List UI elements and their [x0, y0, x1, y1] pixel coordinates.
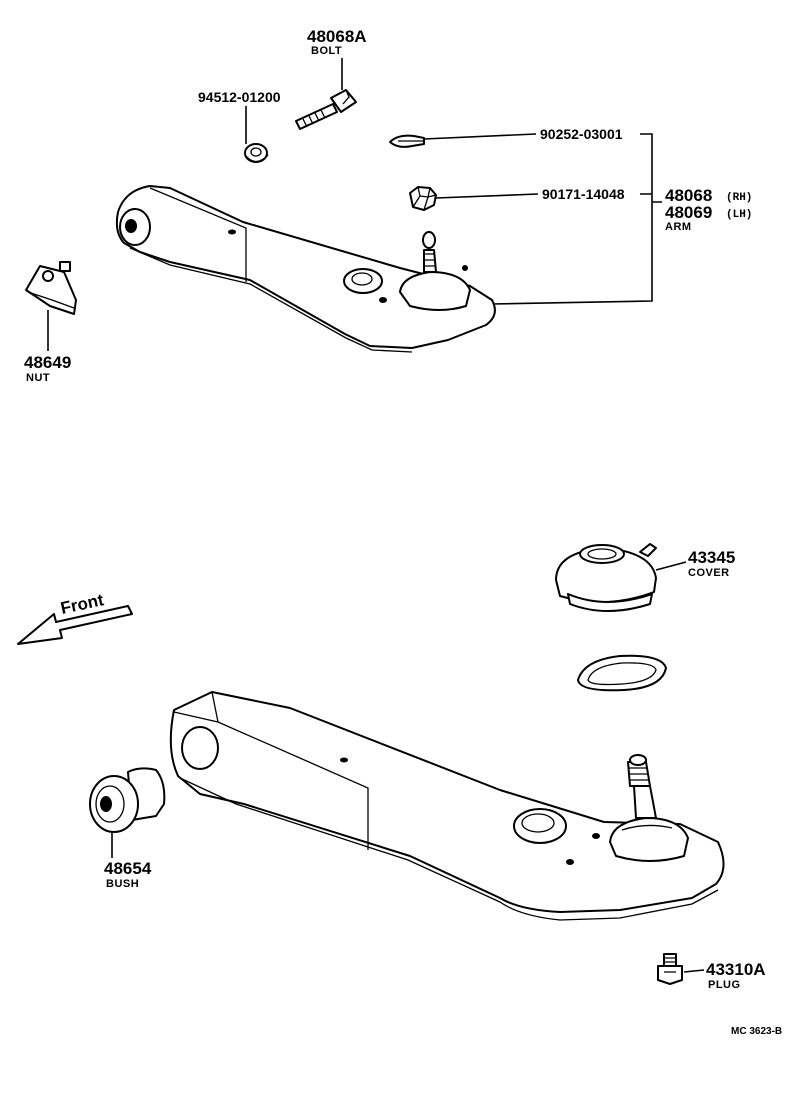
cover-part [555, 543, 657, 612]
bolt-part-number: 48068A [307, 27, 367, 46]
plug-part-number: 43310A [706, 960, 766, 979]
cover-label: COVER [688, 567, 730, 579]
bracket-nut-part-number: 48649 [24, 353, 71, 372]
arm-lh-part-number: 48069 [665, 203, 712, 222]
washer-part-number: 94512-01200 [198, 89, 281, 105]
arm-lh-side: (LH) [726, 209, 752, 221]
lower-control-arm [169, 691, 725, 921]
castle-nut-part-number: 90171-14048 [542, 186, 625, 202]
plug-part [657, 953, 683, 985]
castle-nut-part [409, 186, 437, 211]
bolt-part [295, 89, 357, 130]
arm-label: ARM [665, 221, 692, 233]
cover-leader [655, 561, 687, 571]
bolt-label: BOLT [311, 45, 342, 57]
plug-label: PLUG [708, 979, 741, 991]
bush-part-number: 48654 [104, 859, 152, 878]
cover-part-number: 43345 [688, 548, 735, 567]
catalog-code: MC 3623-B [731, 1026, 782, 1037]
arm-rh-part-number: 48068 [665, 186, 712, 205]
cotter-pin-part [389, 134, 425, 148]
castle-nut-leader [435, 193, 539, 199]
ring-gasket-part [577, 654, 667, 692]
bracket-nut-part [25, 261, 77, 315]
cotter-pin-leader [423, 133, 537, 140]
washer-part [244, 143, 269, 163]
cotter-pin-part-number: 90252-03001 [540, 126, 623, 142]
bracket-nut-label: NUT [26, 372, 50, 384]
bush-label: BUSH [106, 878, 139, 890]
bush-part [89, 767, 166, 833]
upper-control-arm [115, 185, 496, 353]
plug-leader [683, 969, 705, 973]
front-direction-arrow [17, 605, 133, 645]
arm-rh-side: (RH) [726, 192, 752, 204]
arm-group-bracket [491, 133, 662, 305]
